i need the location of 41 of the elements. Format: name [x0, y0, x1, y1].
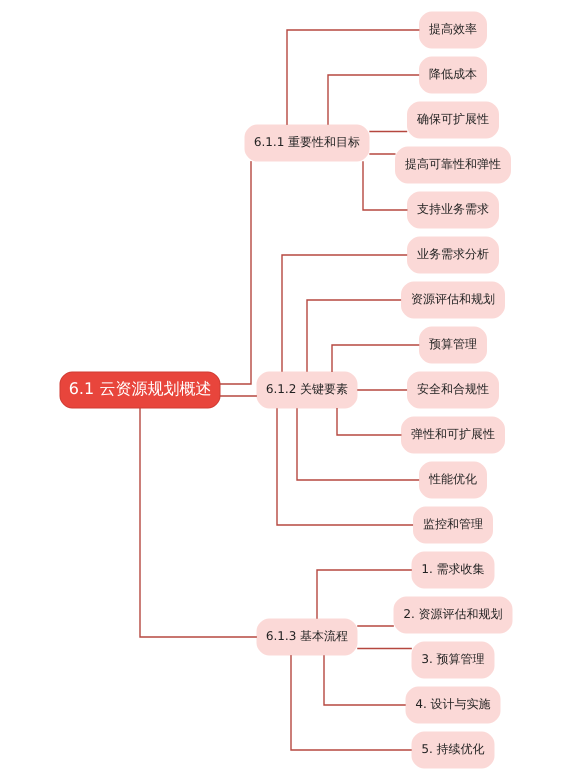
connector — [362, 161, 408, 211]
node-box: 提高可靠性和弹性 — [395, 146, 511, 184]
node-box: 支持业务需求 — [407, 192, 499, 228]
node-box: 6.1.1 重要性和目标 — [244, 124, 370, 162]
node-box: 预算管理 — [419, 326, 487, 364]
connector — [286, 29, 420, 125]
connector — [306, 299, 402, 372]
node-box: 监控和管理 — [413, 506, 493, 544]
node-box: 4. 设计与实施 — [406, 686, 500, 724]
node-box: 1. 需求收集 — [412, 552, 494, 588]
connector — [220, 395, 257, 397]
connector — [276, 408, 414, 526]
node-box: 6.1 云资源规划概述 — [60, 372, 220, 408]
connector — [323, 655, 406, 706]
node-box: 安全和合规性 — [407, 372, 499, 408]
node-box: 降低成本 — [419, 56, 487, 94]
connector — [296, 408, 420, 481]
connector — [281, 254, 408, 372]
connector — [369, 130, 408, 132]
connector — [357, 389, 408, 391]
connector — [369, 153, 396, 155]
node-box: 确保可扩展性 — [407, 102, 499, 138]
connector — [139, 408, 257, 638]
connector — [220, 161, 252, 385]
node-box: 2. 资源评估和规划 — [394, 596, 512, 634]
connector — [357, 625, 394, 627]
connector — [327, 74, 420, 125]
node-box: 3. 预算管理 — [412, 642, 494, 678]
node-box: 资源评估和规划 — [401, 282, 505, 318]
connector — [316, 569, 412, 619]
node-box: 6.1.2 关键要素 — [256, 372, 358, 408]
connector — [331, 344, 420, 372]
connector — [290, 655, 412, 751]
node-box: 提高效率 — [419, 12, 487, 48]
connector — [336, 408, 402, 436]
node-box: 5. 持续优化 — [412, 732, 494, 768]
node-box: 6.1.3 基本流程 — [256, 618, 358, 656]
node-box: 业务需求分析 — [407, 236, 499, 274]
node-box: 性能优化 — [419, 462, 487, 498]
node-box: 弹性和可扩展性 — [401, 416, 505, 454]
connector — [357, 648, 412, 650]
